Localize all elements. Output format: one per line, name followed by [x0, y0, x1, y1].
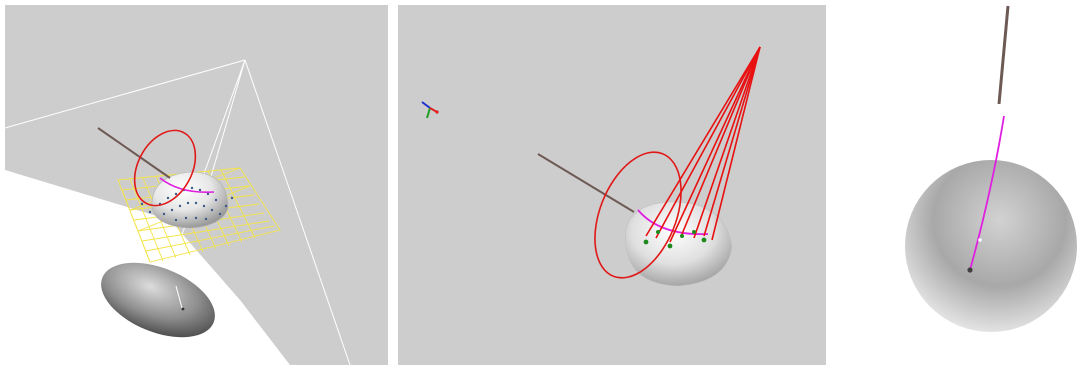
camera-frustum: [4, 59, 351, 365]
ellipse-center: [181, 307, 185, 311]
magenta-path: [969, 115, 1005, 271]
needle: [97, 127, 171, 179]
perspective-viewport[interactable]: [0, 0, 390, 365]
rays-view-panel[interactable]: [398, 0, 828, 365]
perspective-view-panel[interactable]: [0, 0, 390, 365]
top-view-panel[interactable]: [836, 0, 1078, 365]
needle: [537, 153, 635, 213]
normal-markers: [140, 186, 234, 222]
magenta-path: [637, 209, 709, 235]
target-marker: [967, 267, 973, 273]
red-ring: [133, 129, 197, 207]
rays-viewport[interactable]: [398, 0, 828, 365]
top-viewport[interactable]: [836, 0, 1078, 365]
needle: [997, 5, 1010, 105]
axes-gizmo-icon: [421, 101, 439, 119]
sphere: [905, 160, 1077, 332]
projected-ellipse: [101, 262, 215, 338]
contact-points: [643, 230, 707, 249]
gray-backdrop: [398, 5, 826, 365]
red-ring: [594, 151, 682, 279]
ray-bundle: [645, 46, 761, 243]
ellipse-axis: [175, 285, 183, 309]
waypoint-marker: [978, 238, 982, 242]
